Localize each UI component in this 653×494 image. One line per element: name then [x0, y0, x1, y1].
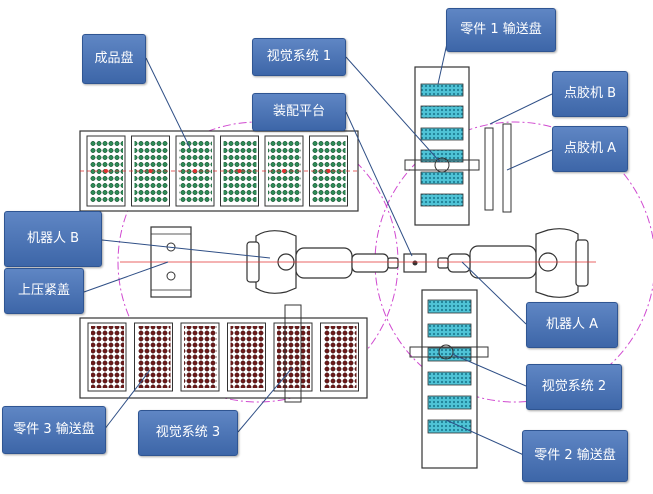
part1-slot: [420, 105, 464, 119]
label-part1-conveyor-text: 零件 1 输送盘: [460, 22, 542, 37]
press-lid-lower-knob: [166, 271, 176, 281]
leader-dispenser-a: [506, 149, 553, 171]
vision-3-camera-bar: [284, 304, 302, 403]
part1-slot: [420, 127, 464, 141]
leader-dispenser-b: [489, 93, 553, 125]
label-vision-system-2: 视觉系统 2: [526, 364, 622, 410]
part3-tray-parts: [91, 326, 124, 388]
part2-slot: [427, 323, 472, 338]
label-vision-system-3-text: 视觉系统 3: [155, 425, 221, 440]
label-robot-b-text: 机器人 B: [26, 231, 80, 246]
part1-slot: [420, 83, 464, 97]
label-vision-system-3: 视觉系统 3: [138, 410, 238, 456]
leader-lines: [83, 29, 553, 457]
press-lid-top-bar: [150, 226, 192, 235]
part2-conveyor: [409, 289, 489, 469]
assembly-platform-center: [412, 260, 418, 266]
label-vision-system-2-text: 视觉系统 2: [541, 379, 607, 394]
dispenser-b-rail: [484, 127, 494, 211]
part2-slot: [427, 371, 472, 386]
label-part1-conveyor: 零件 1 输送盘: [446, 8, 556, 52]
part3-tray-parts: [184, 326, 217, 388]
leader-vision-1: [345, 56, 441, 163]
part3-tray-area: [79, 317, 368, 399]
leader-part2-conveyor: [445, 419, 527, 457]
label-finished-tray-text: 成品盘: [94, 51, 134, 66]
finished-tray-area: [79, 130, 359, 212]
finished-tray-marker: [237, 169, 242, 173]
part3-tray-parts: [230, 326, 264, 388]
label-finished-tray: 成品盘: [82, 34, 146, 84]
label-part2-conveyor-text: 零件 2 输送盘: [534, 448, 616, 463]
center-lines: [80, 170, 596, 263]
robot-b-forearm: [351, 253, 389, 273]
label-part2-conveyor: 零件 2 输送盘: [522, 430, 628, 482]
robot-a-wrist: [437, 257, 449, 269]
robot-b-wrist: [387, 257, 399, 269]
label-dispenser-a: 点胶机 A: [552, 126, 628, 172]
label-assembly-platform: 装配平台: [252, 93, 346, 131]
leader-press-lid: [83, 261, 169, 293]
leader-robot-b: [101, 239, 271, 259]
label-dispenser-b: 点胶机 B: [552, 71, 628, 117]
vision-2-camera-bar: [409, 346, 489, 358]
label-assembly-platform-text: 装配平台: [272, 104, 325, 119]
label-dispenser-b-text: 点胶机 B: [563, 86, 617, 101]
label-part3-conveyor-text: 零件 3 输送盘: [13, 422, 95, 437]
part2-slot: [427, 419, 472, 434]
robot-a-base-cap: [575, 239, 589, 287]
leader-vision-3: [237, 367, 293, 433]
vision-1-camera-bar: [404, 159, 480, 171]
label-dispenser-a-text: 点胶机 A: [563, 141, 617, 156]
leader-finished-tray: [145, 57, 191, 149]
part1-slot: [420, 171, 464, 185]
robot-a: [437, 228, 589, 298]
leader-vision-2: [451, 353, 527, 387]
part3-tray-parts: [137, 326, 171, 388]
part3-tray-parts: [323, 326, 357, 388]
vision-2-lens: [438, 344, 454, 360]
leader-part3-conveyor: [103, 369, 151, 431]
part2-slot: [427, 395, 472, 410]
robot-a-forearm: [447, 253, 471, 273]
label-vision-system-1: 视觉系统 1: [252, 38, 346, 76]
part1-slot: [420, 193, 464, 207]
leader-assembly-platform: [345, 111, 413, 257]
part3-tray-parts: [277, 326, 310, 388]
vision-1-lens: [434, 157, 450, 173]
press-lid-bottom-bar: [150, 289, 192, 298]
robot-b-upper-arm: [295, 247, 353, 279]
label-robot-a: 机器人 A: [526, 302, 618, 348]
label-press-lid: 上压紧盖: [4, 268, 84, 314]
leader-robot-a: [461, 261, 527, 325]
dispenser-a-rail: [502, 123, 512, 213]
label-robot-b: 机器人 B: [4, 211, 102, 267]
label-part3-conveyor: 零件 3 输送盘: [2, 406, 106, 454]
dispensers: [484, 123, 512, 213]
label-press-lid-text: 上压紧盖: [17, 283, 70, 298]
label-robot-a-text: 机器人 A: [545, 317, 599, 332]
part3-tray-frame: [79, 317, 368, 399]
finished-tray-marker: [104, 169, 108, 173]
part1-conveyor: [404, 66, 480, 226]
label-vision-system-1-text: 视觉系统 1: [266, 49, 332, 64]
part2-slot: [427, 299, 472, 314]
